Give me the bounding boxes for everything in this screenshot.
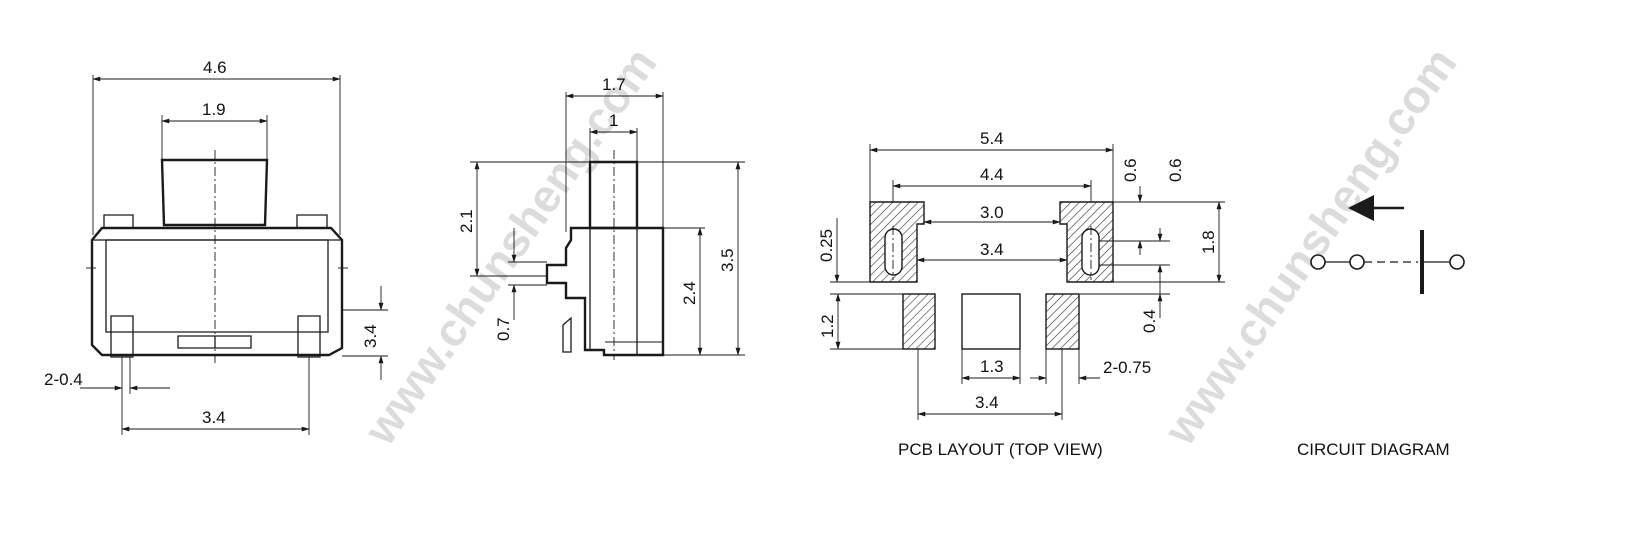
pcb-dim-lower-pad-width: 1.3 [980,357,1004,376]
side-view: 1.7 1 2.1 0.7 2.4 3.5 [457,75,745,360]
circuit-diagram: CIRCUIT DIAGRAM [1297,195,1465,459]
pcb-dim-lower-pin-width: 2-0.75 [1103,358,1151,377]
pcb-dim-outer: 5.4 [980,129,1004,148]
circuit-diagram-caption: CIRCUIT DIAGRAM [1297,440,1450,459]
side-dim-total-height: 3.5 [718,248,737,272]
front-dim-actuator-width: 1.9 [202,100,226,119]
side-dim-notch: 0.7 [494,317,513,341]
arrow-left-icon [1348,195,1374,221]
front-dim-overall-width: 4.6 [203,58,227,77]
terminal-left-icon [1310,254,1326,270]
pcb-dim-lower-pitch: 3.4 [975,393,999,412]
pcb-dim-lower-pad-height: 1.2 [818,314,837,338]
pcb-layout-caption: PCB LAYOUT (TOP VIEW) [898,440,1103,459]
front-view: 4.6 1.9 2-0.4 3.4 3.4 [44,58,388,435]
pcb-dim-pad-center: 4.4 [980,165,1004,184]
side-dim-body-height: 2.4 [680,281,699,305]
pcb-dim-pad-height: 1.8 [1199,230,1218,254]
front-dim-body-height: 3.4 [361,324,380,348]
pcb-layout: 5.4 4.4 3.0 3.4 0.25 0.6 0.6 1.8 [817,129,1225,459]
side-dim-actuator-depth: 1 [609,111,618,130]
pcb-dim-pad-right: 0.6 [1166,158,1185,182]
front-dim-pin-spacing: 3.4 [202,408,226,427]
front-dim-pin-width: 2-0.4 [44,370,83,389]
side-dim-actuator-height: 2.1 [457,209,476,233]
pcb-dim-slot-width: 0.25 [817,229,836,262]
pcb-dim-gap: 0.4 [1140,309,1159,333]
side-dim-depth: 1.7 [602,75,626,94]
pcb-dim-slot-outer: 3.4 [980,240,1004,259]
pcb-dim-slot-inner: 3.0 [980,203,1004,222]
watermark-left: www.chunsheng.com [353,38,666,455]
terminal-right-icon [1449,254,1465,270]
pcb-dim-pad-top: 0.6 [1121,158,1140,182]
terminal-middle-icon [1349,254,1365,270]
